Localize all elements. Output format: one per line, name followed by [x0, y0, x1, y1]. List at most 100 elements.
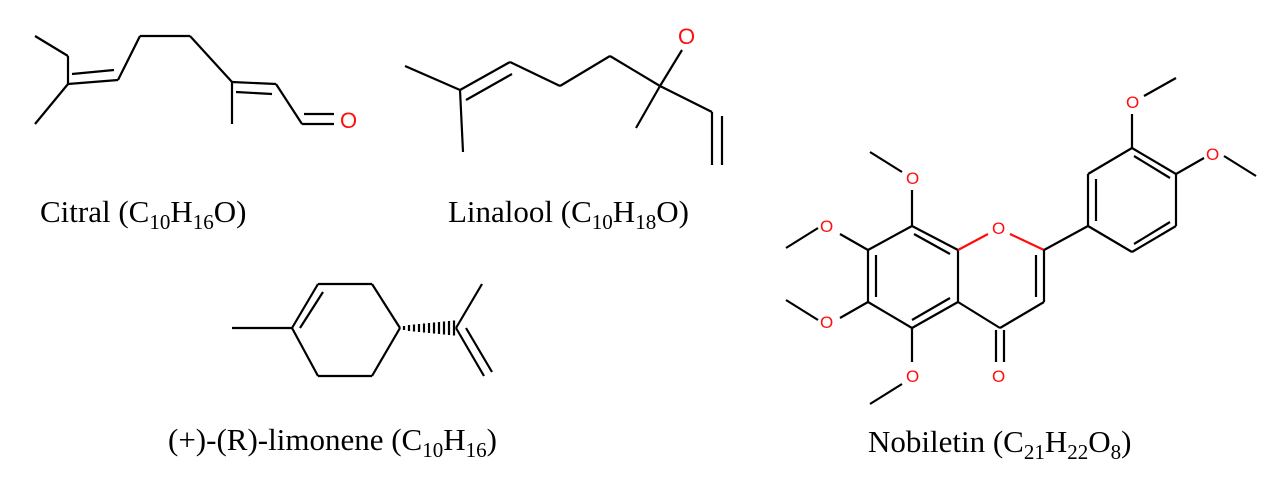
citral-formula-part: 16: [193, 210, 214, 234]
nobiletin-oxygen-b2: O: [1206, 145, 1219, 164]
nobiletin-b-6: [1087, 225, 1133, 253]
nobiletin-c-5: [957, 301, 1001, 329]
nobiletin-structure: O O O O O O: [785, 77, 1257, 405]
citral-oxygen-label: O: [340, 108, 357, 133]
nobiletin-a-1b: [913, 233, 951, 255]
nobiletin-oxygen-ring: O: [992, 219, 1005, 238]
limonene-bond-7: [291, 327, 319, 377]
nobiletin-formula-part: 22: [1067, 440, 1088, 464]
nobiletin-ome-6-bond: [839, 301, 869, 319]
limonene-bond-8: [455, 283, 483, 329]
nobiletin-ome-b2-methyl: [1223, 155, 1257, 177]
nobiletin-formula-part: 21: [1024, 440, 1045, 464]
limonene-name: (+)-(R)-limonene (: [168, 422, 402, 457]
citral-formula-part: C: [129, 194, 150, 229]
citral-structure: O: [34, 34, 357, 133]
nobiletin-oxygen-6: O: [820, 313, 833, 332]
nobiletin-ome-7-bond: [839, 233, 869, 251]
nobiletin-ome-b1-methyl: [1143, 77, 1177, 97]
nobiletin-b-link: [1043, 225, 1089, 251]
limonene-formula-part: H: [443, 422, 465, 457]
citral-name: Citral (: [40, 194, 129, 229]
limonene-formula-part: 16: [466, 438, 487, 462]
linalool-formula-part: H: [613, 194, 635, 229]
limonene-bond-4: [371, 283, 401, 329]
nobiletin-c-2: [1009, 233, 1045, 251]
citral-formula-part: H: [170, 194, 192, 229]
nobiletin-oxygen-ketone: O: [992, 367, 1005, 386]
nobiletin-ome-5-methyl: [869, 383, 903, 405]
citral-bond-9b: [235, 90, 273, 96]
nobiletin-a-3b: [911, 297, 951, 321]
linalool-formula-part: 18: [635, 210, 656, 234]
linalool-bond-1: [404, 64, 461, 92]
nobiletin-a-1: [911, 225, 959, 251]
nobiletin-oxygen-b1: O: [1126, 93, 1139, 112]
limonene-formula-part: 10: [422, 438, 443, 462]
nobiletin-b-5b: [1133, 221, 1171, 245]
nobiletin-ome-7-methyl: [785, 227, 819, 249]
nobiletin-ome-b2-bond: [1175, 157, 1205, 175]
limonene-bond-9b: [465, 327, 493, 373]
citral-bond-9: [231, 80, 277, 86]
caption-linalool: Linalool (C10H18O): [448, 194, 689, 234]
nobiletin-c-1: [957, 233, 989, 251]
limonene-bond-2b: [299, 291, 324, 329]
limonene-hashed-wedge: [402, 320, 456, 336]
limonene-bond-2: [291, 283, 319, 329]
limonene-bond-9: [455, 327, 485, 377]
nobiletin-formula-part: 8: [1111, 440, 1122, 464]
citral-bond-7: [189, 35, 233, 83]
nobiletin-a-4: [867, 301, 913, 329]
limonene-formula-part: C: [402, 422, 423, 457]
nobiletin-ome-8-methyl: [869, 151, 903, 173]
nobiletin-b-2: [1087, 147, 1133, 175]
nobiletin-ome-6-methyl: [785, 299, 819, 321]
citral-bond-4: [67, 78, 119, 86]
linalool-formula-part: 10: [592, 210, 613, 234]
linalool-bond-6: [609, 55, 661, 87]
limonene-structure: [232, 282, 493, 378]
citral-formula-part: O: [214, 194, 236, 229]
linalool-bond-2: [458, 89, 465, 153]
linalool-name: Linalool (: [448, 194, 571, 229]
linalool-formula-part: O: [656, 194, 678, 229]
nobiletin-formula-part: H: [1045, 424, 1067, 459]
nobiletin-name: Nobiletin (: [868, 424, 1003, 459]
caption-nobiletin: Nobiletin (C21H22O8): [868, 424, 1131, 464]
citral-bond-5: [117, 35, 141, 81]
limonene-bond-5: [371, 327, 401, 377]
caption-limonene: (+)-(R)-limonene (C10H16): [168, 422, 497, 462]
linalool-bond-7: [659, 49, 683, 87]
citral-bond-2: [34, 83, 69, 125]
nobiletin-b-3b: [1133, 155, 1171, 179]
linalool-bond-3b: [465, 73, 513, 101]
nobiletin-a-3: [911, 301, 959, 329]
citral-bond-10: [275, 83, 303, 125]
linalool-bond-5: [559, 55, 611, 87]
citral-formula-part: 10: [149, 210, 170, 234]
linalool-structure: O: [404, 24, 724, 165]
nobiletin-formula-part: C: [1003, 424, 1024, 459]
nobiletin-oxygen-7: O: [820, 217, 833, 236]
caption-citral: Citral (C10H16O): [40, 194, 246, 234]
linalool-bond-8: [635, 85, 661, 129]
linalool-oxygen-label: O: [678, 24, 695, 49]
linalool-formula-close: ): [679, 194, 689, 229]
nobiletin-oxygen-8: O: [906, 169, 919, 188]
linalool-bond-4: [509, 61, 561, 87]
nobiletin-c-4: [999, 301, 1045, 329]
citral-bond-1: [34, 35, 69, 57]
nobiletin-formula-close: ): [1121, 424, 1131, 459]
citral-bond-4b: [71, 68, 115, 76]
linalool-formula-part: C: [571, 194, 592, 229]
nobiletin-b-5: [1131, 225, 1177, 253]
citral-formula-close: ): [236, 194, 246, 229]
limonene-formula-close: ): [487, 422, 497, 457]
linalool-bond-3: [459, 61, 511, 91]
linalool-bond-9: [659, 85, 713, 113]
nobiletin-formula-part: O: [1088, 424, 1110, 459]
nobiletin-oxygen-5: O: [906, 367, 919, 386]
